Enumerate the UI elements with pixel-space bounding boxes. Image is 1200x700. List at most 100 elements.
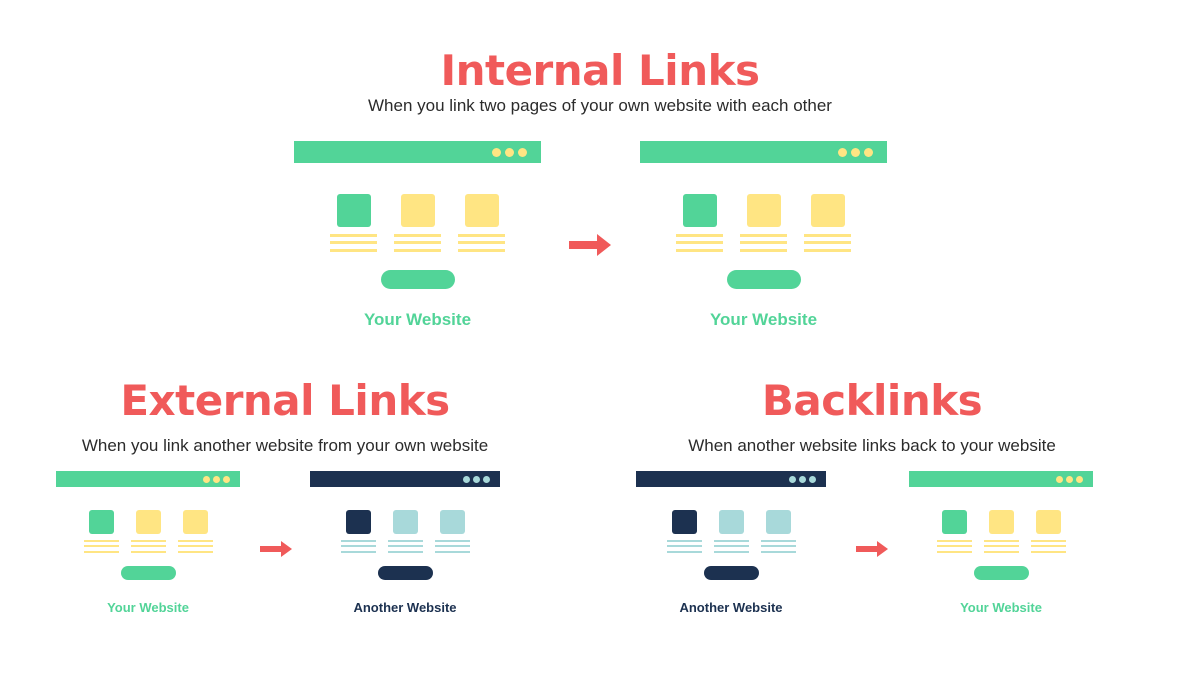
content-card bbox=[177, 510, 213, 557]
your-website-illustration: Your Website bbox=[56, 471, 240, 616]
content-card bbox=[676, 194, 723, 258]
dot bbox=[1056, 475, 1063, 483]
content-card bbox=[760, 510, 796, 557]
window-dots-icon bbox=[203, 471, 230, 487]
text-line bbox=[760, 540, 796, 542]
dot bbox=[838, 147, 847, 157]
content-card bbox=[936, 510, 972, 557]
text-line bbox=[666, 551, 702, 553]
dot bbox=[463, 475, 470, 483]
text-line bbox=[740, 234, 787, 237]
external-links-title: External Links bbox=[120, 376, 450, 425]
text-line bbox=[330, 249, 377, 252]
text-line bbox=[760, 551, 796, 553]
thumbnail bbox=[747, 194, 781, 227]
text-line bbox=[394, 249, 441, 252]
browser-bar bbox=[640, 141, 887, 163]
thumbnail bbox=[671, 510, 697, 534]
content-card bbox=[740, 194, 787, 258]
text-line bbox=[387, 551, 423, 553]
text-line bbox=[83, 545, 119, 547]
text-line bbox=[130, 551, 166, 553]
browser-bar bbox=[310, 471, 500, 487]
text-line bbox=[713, 551, 749, 553]
text-line bbox=[804, 234, 851, 237]
dot bbox=[789, 475, 796, 483]
internal-links-subtitle: When you link two pages of your own webs… bbox=[368, 96, 832, 115]
text-line bbox=[330, 241, 377, 244]
window-dots-icon bbox=[789, 471, 816, 487]
text-line bbox=[804, 241, 851, 244]
text-line bbox=[1030, 540, 1066, 542]
text-line bbox=[340, 540, 376, 542]
dot bbox=[864, 147, 873, 157]
text-line bbox=[760, 545, 796, 547]
cta-button-shape bbox=[121, 566, 176, 580]
thumbnail bbox=[1035, 510, 1061, 534]
text-line bbox=[713, 545, 749, 547]
content-card bbox=[983, 510, 1019, 557]
internal-links-title: Internal Links bbox=[440, 46, 760, 95]
dot bbox=[851, 147, 860, 157]
your-website-illustration: Your Website bbox=[294, 141, 541, 336]
cta-button-shape bbox=[378, 566, 433, 580]
text-line bbox=[387, 540, 423, 542]
text-line bbox=[177, 545, 213, 547]
content-card bbox=[666, 510, 702, 557]
arrow-right-icon bbox=[260, 541, 292, 557]
content-card bbox=[1030, 510, 1066, 557]
dot bbox=[518, 147, 527, 157]
window-dots-icon bbox=[463, 471, 490, 487]
text-line bbox=[936, 545, 972, 547]
text-line bbox=[394, 234, 441, 237]
another-website-illustration: Another Website bbox=[310, 471, 500, 616]
text-line bbox=[983, 540, 1019, 542]
thumbnail bbox=[392, 510, 418, 534]
window-dots-icon bbox=[492, 141, 527, 163]
text-line bbox=[713, 540, 749, 542]
text-line bbox=[666, 540, 702, 542]
thumbnail bbox=[683, 194, 717, 227]
thumbnail bbox=[182, 510, 208, 534]
site-label: Another Website bbox=[679, 600, 783, 615]
text-line bbox=[434, 540, 470, 542]
text-line bbox=[387, 545, 423, 547]
text-line bbox=[1030, 545, 1066, 547]
cta-button-shape bbox=[381, 270, 455, 289]
text-line bbox=[740, 241, 787, 244]
thumbnail bbox=[439, 510, 465, 534]
browser-bar bbox=[56, 471, 240, 487]
thumbnail bbox=[88, 510, 114, 534]
text-line bbox=[676, 249, 723, 252]
text-line bbox=[340, 545, 376, 547]
text-line bbox=[177, 551, 213, 553]
content-card bbox=[330, 194, 377, 258]
your-website-illustration: Your Website bbox=[909, 471, 1093, 616]
dot bbox=[213, 475, 220, 483]
browser-bar bbox=[909, 471, 1093, 487]
thumbnail bbox=[988, 510, 1014, 534]
content-card bbox=[713, 510, 749, 557]
text-line bbox=[666, 545, 702, 547]
thumbnail bbox=[811, 194, 845, 227]
thumbnail bbox=[465, 194, 499, 227]
browser-bar bbox=[636, 471, 826, 487]
cta-button-shape bbox=[704, 566, 759, 580]
text-line bbox=[676, 241, 723, 244]
thumbnail bbox=[718, 510, 744, 534]
text-line bbox=[130, 545, 166, 547]
another-website-illustration: Another Website bbox=[636, 471, 826, 616]
cta-button-shape bbox=[727, 270, 801, 289]
text-line bbox=[394, 241, 441, 244]
text-line bbox=[983, 551, 1019, 553]
dot bbox=[505, 147, 514, 157]
dot bbox=[799, 475, 806, 483]
content-card bbox=[804, 194, 851, 258]
text-line bbox=[458, 249, 505, 252]
your-website-illustration: Your Website bbox=[640, 141, 887, 336]
content-card bbox=[458, 194, 505, 258]
dot bbox=[473, 475, 480, 483]
thumbnail bbox=[765, 510, 791, 534]
site-label: Your Website bbox=[107, 600, 189, 615]
dot bbox=[223, 475, 230, 483]
